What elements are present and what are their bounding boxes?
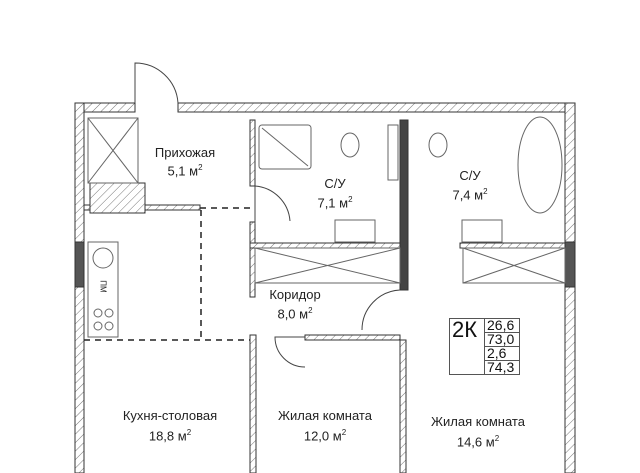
toilet [428, 132, 448, 158]
apartment-type: 2К [450, 319, 485, 374]
room-area: 5,1 м2 [167, 163, 203, 179]
room-area: 7,4 м2 [452, 187, 488, 203]
walls [74, 102, 576, 473]
doors [134, 62, 401, 368]
room-area: 12,0 м2 [303, 428, 347, 444]
room-area: 14,6 м2 [456, 434, 500, 450]
dashed-lines [84, 207, 250, 341]
summary-value: 2,6 [485, 346, 519, 361]
room-area: 7,1 м2 [317, 195, 353, 211]
room-name: Прихожая [154, 145, 216, 160]
room-name: С/У [324, 176, 346, 191]
kitchen-sink [92, 247, 114, 269]
summary-value: 74,3 [487, 359, 515, 375]
sink [461, 219, 503, 243]
room-name: С/У [459, 168, 481, 183]
cabinet [87, 117, 139, 184]
room-area: 8,0 м2 [277, 306, 313, 322]
apartment-summary-table: 2К 26,6 73,0 2,6 74,3 [449, 318, 520, 375]
room-area: 18,8 м2 [148, 428, 192, 444]
room-name: Жилая комната [431, 414, 525, 429]
room-name: Кухня-столовая [122, 408, 218, 423]
summary-value: 73,0 [485, 332, 519, 347]
room-name: Коридор [269, 287, 321, 302]
summary-value: 26,6 [485, 318, 519, 333]
shower-tray [258, 124, 312, 170]
sink [334, 219, 376, 243]
fixtures [87, 116, 566, 338]
bathtub [517, 116, 563, 214]
kitchen-counter [87, 241, 119, 338]
dishwasher-label: ПМ [98, 280, 108, 293]
room-name: Жилая комната [278, 408, 372, 423]
toilet [340, 132, 360, 158]
